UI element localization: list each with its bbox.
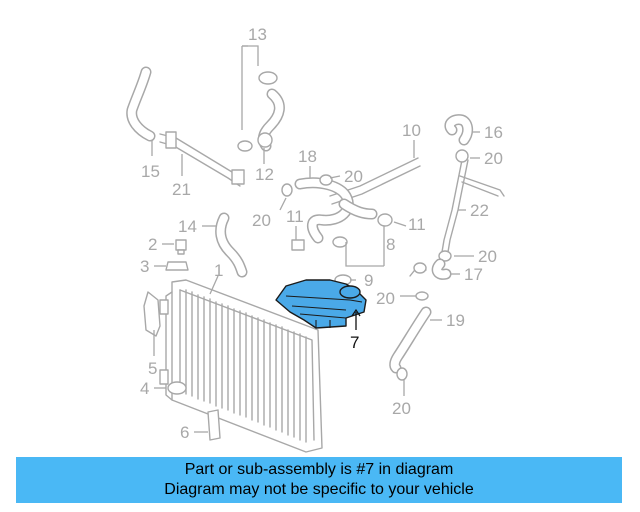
callout-5: 5 <box>148 359 157 378</box>
callout-labels: 13 15 21 12 18 20 10 16 20 22 14 20 11 1… <box>140 25 503 442</box>
info-banner: Part or sub-assembly is #7 in diagram Di… <box>16 457 622 503</box>
callout-9: 9 <box>364 271 373 290</box>
callout-20-a: 20 <box>344 167 363 186</box>
callout-20-b: 20 <box>484 149 503 168</box>
callout-4: 4 <box>140 379 149 398</box>
callout-21: 21 <box>172 180 191 199</box>
callout-20-e: 20 <box>376 289 395 308</box>
banner-line-2: Diagram may not be specific to your vehi… <box>164 481 474 498</box>
callout-3: 3 <box>140 257 149 276</box>
callout-20-c: 20 <box>252 211 271 230</box>
hose-15 <box>126 66 156 142</box>
parts-diagram: 13 15 21 12 18 20 10 16 20 22 14 20 11 1… <box>126 25 505 453</box>
pipe-21 <box>159 131 245 187</box>
hose-18 <box>294 174 378 244</box>
hose-17 <box>409 258 452 301</box>
hose-19 <box>389 306 432 381</box>
banner-line-1: Part or sub-assembly is #7 in diagram <box>184 461 454 478</box>
callout-14: 14 <box>178 217 197 236</box>
callout-18: 18 <box>298 147 317 166</box>
callout-2: 2 <box>148 235 157 254</box>
callout-20-f: 20 <box>392 399 411 418</box>
callout-10: 10 <box>402 121 421 140</box>
callout-1: 1 <box>214 261 223 280</box>
callout-7[interactable]: 7 <box>350 333 359 352</box>
callout-16: 16 <box>484 123 503 142</box>
callout-8: 8 <box>386 235 395 254</box>
expansion-tank[interactable] <box>275 279 367 329</box>
callout-20-d: 20 <box>478 247 497 266</box>
callout-6: 6 <box>180 423 189 442</box>
callout-13: 13 <box>248 25 267 44</box>
callout-12: 12 <box>255 165 274 184</box>
callout-19: 19 <box>446 311 465 330</box>
hose-14 <box>215 212 248 278</box>
clamps <box>281 183 393 286</box>
callout-17: 17 <box>464 265 483 284</box>
callout-11-b: 11 <box>408 215 426 234</box>
leader-lines <box>151 45 480 433</box>
callout-15: 15 <box>141 162 160 181</box>
small-parts <box>143 239 221 441</box>
hose-22 <box>438 114 505 262</box>
upper-hose <box>237 71 285 152</box>
callout-11-a: 11 <box>286 207 304 226</box>
callout-22: 22 <box>470 201 489 220</box>
radiator <box>159 279 323 453</box>
